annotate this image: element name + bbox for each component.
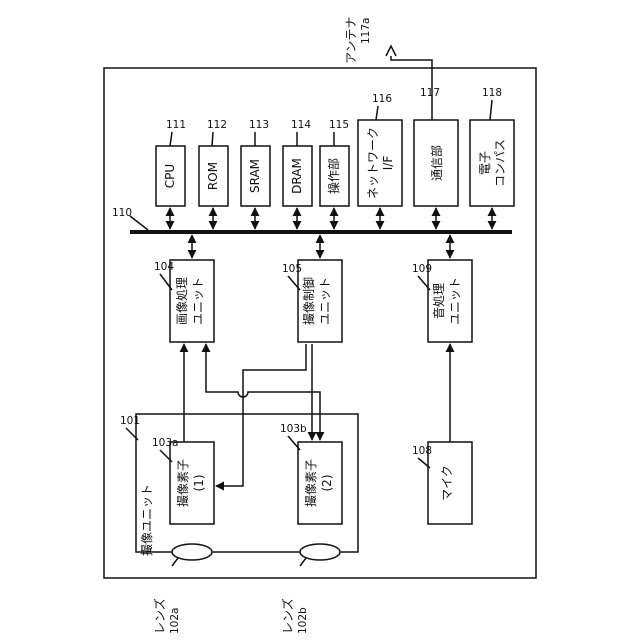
sram-label: SRAM [248,159,262,193]
ops-ref: 115 [329,119,349,131]
compass-ref: 118 [482,87,502,99]
bus-ref: 110 [112,207,132,219]
rom-ref: 112 [207,119,227,131]
sram-ref: 113 [249,119,269,131]
cpu-ref: 111 [166,119,186,131]
antenna-ref: 117a [360,18,372,44]
network-if-label-2: I/F [381,156,395,171]
compass-label-1: 電子 [478,151,492,175]
lens-1-label: レンズ [152,598,167,634]
image-processing-ref: 104 [154,261,174,273]
cpu-label: CPU [163,164,177,188]
rom-label: ROM [206,162,220,190]
image-sensor-2-label-2: (2) [320,475,334,492]
compass-label-2: コンパス [493,139,507,187]
lens-1-ref: 102a [169,608,181,634]
imaging-control-label-2: ユニット [318,277,332,325]
dram-label: DRAM [290,158,304,194]
lens-1-icon [172,544,212,560]
antenna-ref-group: 117a [360,18,372,44]
imaging-control-label-1: 撮像制御 [301,277,316,325]
antenna-label-group: アンテナ [344,16,358,64]
image-processing-label-2: ユニット [191,277,205,325]
comm-ref: 117 [420,87,440,99]
antenna-label: アンテナ [344,16,358,64]
lens-2-icon [300,544,340,560]
network-if-box [358,120,402,206]
dram-ref: 114 [291,119,311,131]
network-if-label-1: ネットワーク [366,127,380,199]
image-sensor-2-label-1: 撮像素子 [304,459,318,507]
sound-processing-ref: 109 [412,263,432,275]
imaging-control-ref: 105 [282,263,302,275]
compass-box [470,120,514,206]
image-processing-label-1: 画像処理 [175,277,189,325]
sound-processing-label-2: ユニット [448,277,462,325]
imaging-unit-label: 撮像ユニット [140,484,154,556]
ops-label: 操作部 [326,158,341,194]
image-sensor-1-label-1: 撮像素子 [176,459,190,507]
image-sensor-1-label-2: (1) [192,475,206,492]
image-sensor-2-ref: 103b [280,423,307,435]
lens-2-label: レンズ [280,598,295,634]
image-sensor-1-ref: 103a [152,437,178,449]
comm-label: 通信部 [429,145,444,181]
microphone-label: マイク [440,465,454,501]
microphone-ref: 108 [412,445,432,457]
sound-processing-label-1: 音処理 [431,283,446,319]
imaging-unit-ref: 101 [120,415,140,427]
lens-2-ref: 102b [297,607,309,634]
network-if-ref: 116 [372,93,392,105]
